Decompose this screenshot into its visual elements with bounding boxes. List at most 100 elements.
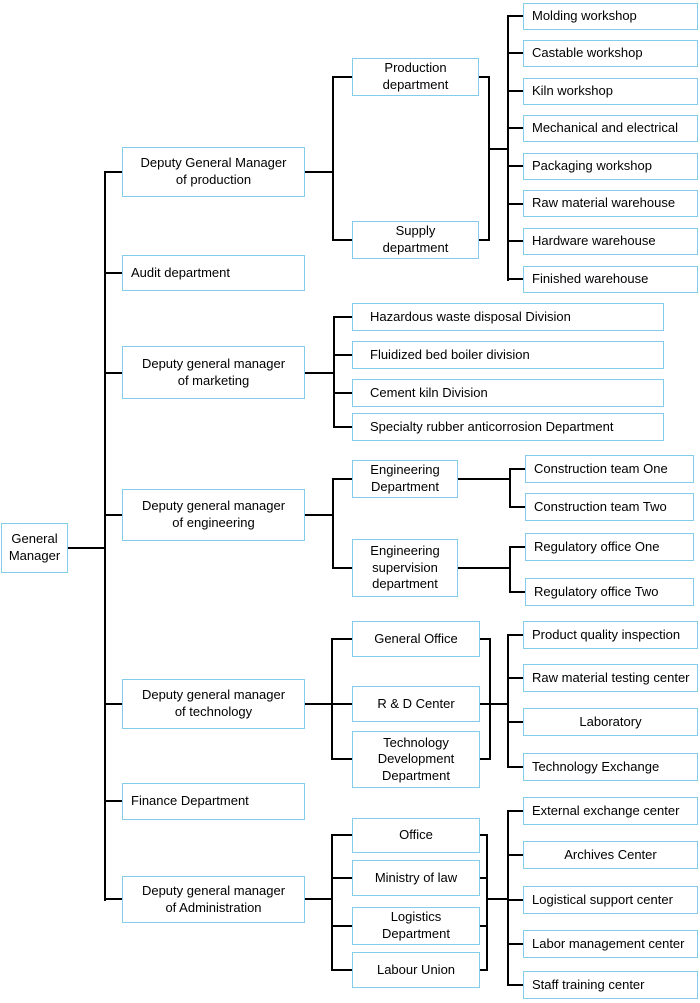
connector-line xyxy=(511,468,525,470)
org-node-supply-department: Supply department xyxy=(352,221,479,259)
org-node-hardware-warehouse: Hardware warehouse xyxy=(523,228,698,255)
org-node-production-department: Production department xyxy=(352,58,479,96)
connector-line xyxy=(335,354,352,356)
org-node-molding-workshop: Molding workshop xyxy=(523,3,698,30)
connector-line xyxy=(511,591,525,593)
connector-line xyxy=(509,165,523,167)
connector-line xyxy=(509,677,523,679)
org-node-regulatory-office-two: Regulatory office Two xyxy=(525,578,694,606)
connector-line xyxy=(488,76,490,241)
connector-line xyxy=(486,898,509,900)
connector-line xyxy=(480,925,488,927)
org-node-laboratory: Laboratory xyxy=(523,708,698,736)
connector-line xyxy=(305,514,334,516)
org-node-engineering-department: Engineering Department xyxy=(352,460,458,498)
org-node-deputy-administration: Deputy general manager of Administration xyxy=(122,876,305,923)
connector-line xyxy=(334,239,352,241)
connector-line xyxy=(489,703,509,705)
connector-line xyxy=(333,316,335,428)
org-node-labor-management-center: Labor management center xyxy=(523,930,698,958)
connector-line xyxy=(458,567,511,569)
org-node-raw-material-warehouse: Raw material warehouse xyxy=(523,190,698,217)
org-node-finished-warehouse: Finished warehouse xyxy=(523,266,698,293)
org-node-deputy-technology: Deputy general manager of technology xyxy=(122,679,305,729)
connector-line xyxy=(335,316,352,318)
connector-line xyxy=(480,877,488,879)
connector-line xyxy=(305,171,334,173)
org-node-staff-training-center: Staff training center xyxy=(523,971,698,999)
connector-line xyxy=(68,547,106,549)
connector-line xyxy=(509,766,523,768)
connector-line xyxy=(509,943,523,945)
org-node-packaging-workshop: Packaging workshop xyxy=(523,153,698,180)
org-node-construction-team-two: Construction team Two xyxy=(525,493,694,521)
org-node-engineering-supervision-department: Engineering supervision department xyxy=(352,539,458,597)
connector-line xyxy=(509,721,523,723)
org-node-finance-department: Finance Department xyxy=(122,783,305,820)
connector-line xyxy=(509,984,523,986)
connector-line xyxy=(509,468,511,508)
org-node-logistics-department: Logistics Department xyxy=(352,907,480,945)
connector-line xyxy=(106,372,122,374)
connector-line xyxy=(332,76,334,241)
connector-line xyxy=(331,638,333,760)
connector-line xyxy=(104,171,106,901)
connector-line xyxy=(509,203,523,205)
connector-line xyxy=(479,76,490,78)
connector-line xyxy=(333,638,352,640)
connector-line xyxy=(333,834,352,836)
org-node-ministry-of-law: Ministry of law xyxy=(352,860,480,896)
connector-line xyxy=(509,810,523,812)
connector-line xyxy=(106,272,122,274)
connector-line xyxy=(333,925,352,927)
org-node-technology-exchange: Technology Exchange xyxy=(523,753,698,781)
connector-line xyxy=(305,898,333,900)
connector-line xyxy=(305,703,333,705)
org-node-product-quality-inspection: Product quality inspection xyxy=(523,621,698,649)
org-node-fluidized-bed-division: Fluidized bed boiler division xyxy=(352,341,664,369)
connector-line xyxy=(332,478,334,569)
org-node-logistical-support-center: Logistical support center xyxy=(523,886,698,914)
org-node-archives-center: Archives Center xyxy=(523,841,698,869)
org-node-kiln-workshop: Kiln workshop xyxy=(523,78,698,105)
org-node-specialty-rubber-department: Specialty rubber anticorrosion Departmen… xyxy=(352,413,664,441)
connector-line xyxy=(489,638,491,760)
connector-line xyxy=(509,240,523,242)
org-node-office: Office xyxy=(352,818,480,853)
connector-line xyxy=(488,148,509,150)
connector-line xyxy=(509,127,523,129)
connector-line xyxy=(106,171,122,173)
org-node-regulatory-office-one: Regulatory office One xyxy=(525,533,694,561)
connector-line xyxy=(509,546,511,593)
connector-line xyxy=(480,703,491,705)
connector-line xyxy=(106,703,122,705)
org-node-deputy-engineering: Deputy general manager of engineering xyxy=(122,489,305,541)
org-node-deputy-marketing: Deputy general manager of marketing xyxy=(122,346,305,399)
org-node-general-office: General Office xyxy=(352,621,480,657)
connector-line xyxy=(509,854,523,856)
org-node-rd-center: R & D Center xyxy=(352,686,480,722)
org-node-technology-development-department: Technology Development Department xyxy=(352,731,480,788)
connector-line xyxy=(480,758,491,760)
connector-line xyxy=(480,834,488,836)
connector-line xyxy=(509,634,523,636)
connector-line xyxy=(509,278,523,280)
org-node-hazardous-waste-division: Hazardous waste disposal Division xyxy=(352,303,664,331)
connector-line xyxy=(509,52,523,54)
connector-line xyxy=(507,15,509,281)
connector-line xyxy=(106,898,122,900)
connector-line xyxy=(507,810,509,986)
connector-line xyxy=(334,76,352,78)
connector-line xyxy=(106,514,122,516)
connector-line xyxy=(479,239,490,241)
connector-line xyxy=(333,877,352,879)
org-node-general-manager: General Manager xyxy=(1,523,68,573)
org-node-external-exchange-center: External exchange center xyxy=(523,797,698,825)
connector-line xyxy=(507,634,509,768)
org-node-mechanical-electrical: Mechanical and electrical xyxy=(523,115,698,142)
org-node-deputy-production: Deputy General Manager of production xyxy=(122,147,305,197)
org-node-cement-kiln-division: Cement kiln Division xyxy=(352,379,664,407)
org-node-raw-material-testing-center: Raw material testing center xyxy=(523,664,698,692)
connector-line xyxy=(486,834,488,971)
